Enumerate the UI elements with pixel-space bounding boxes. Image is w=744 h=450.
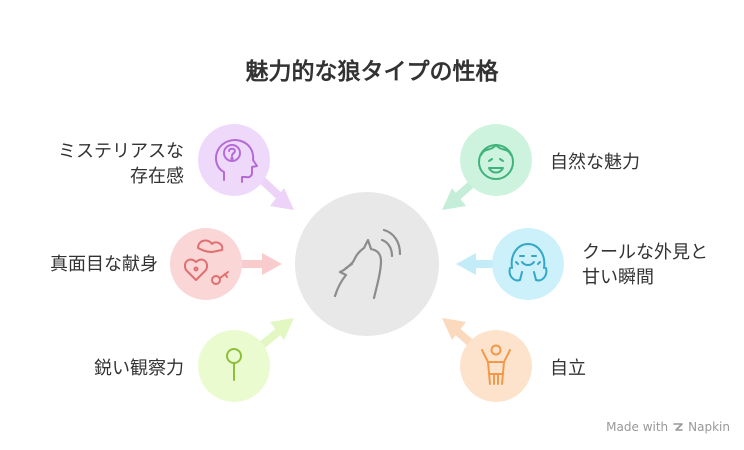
arrow-natural-charm xyxy=(442,178,478,210)
heart-lock-key-icon xyxy=(184,239,229,285)
label-cool-sweet: クールな外見と 甘い瞬間 xyxy=(582,242,708,288)
center-circle xyxy=(295,192,439,336)
arrow-observation xyxy=(258,318,294,349)
node-independence xyxy=(460,330,532,402)
label-natural-charm: 自然な魅力 xyxy=(550,152,640,173)
label-mysterious: ミステリアスな 存在感 xyxy=(58,141,184,187)
brand-name: Napkin xyxy=(688,420,730,434)
label-observation: 鋭い観察力 xyxy=(94,358,184,379)
diagram-title: 魅力的な狼タイプの性格 xyxy=(245,59,499,85)
made-with-text: Made with xyxy=(606,420,669,434)
arrow-mysterious xyxy=(258,176,294,210)
made-with-footer: Made with Napkin xyxy=(606,420,730,434)
label-devotion: 真面目な献身 xyxy=(50,254,158,275)
node-natural-charm xyxy=(460,124,532,196)
head-question-icon xyxy=(215,139,258,183)
magnifier-icon xyxy=(226,348,242,381)
blushing-face-icon xyxy=(508,243,548,282)
arrow-cool-sweet xyxy=(456,253,500,275)
label-independence: 自立 xyxy=(550,358,586,379)
arrow-independence xyxy=(442,318,478,350)
arrow-devotion xyxy=(236,253,282,275)
wolf-howling-icon xyxy=(333,228,402,300)
person-arms-up-icon xyxy=(481,344,511,385)
napkin-logo-icon xyxy=(673,423,683,431)
smiling-face-icon xyxy=(478,144,514,180)
